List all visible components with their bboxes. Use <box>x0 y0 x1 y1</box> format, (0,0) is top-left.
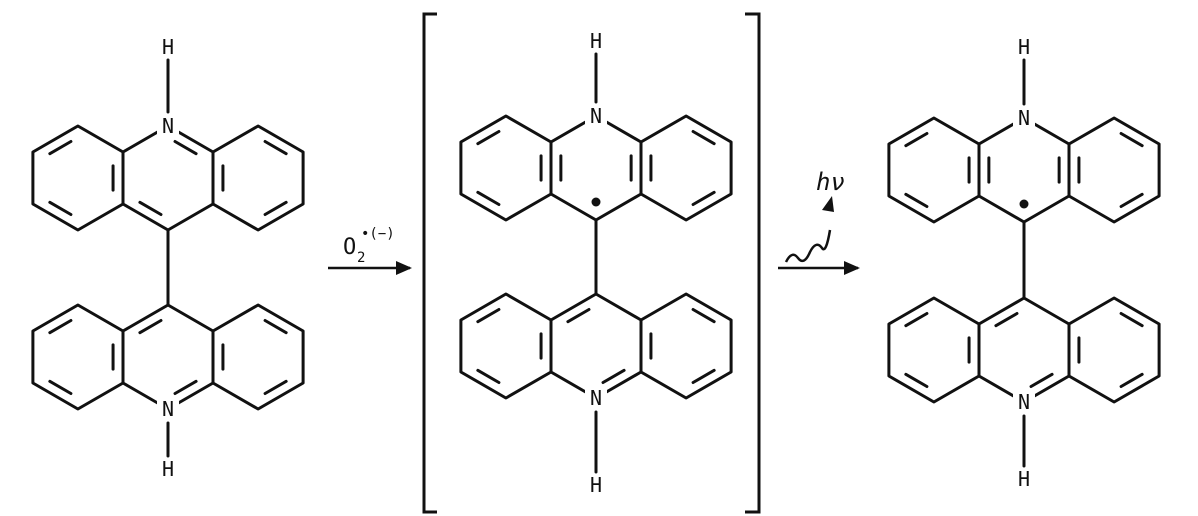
bottom-acridine-unit: N <box>887 296 1161 414</box>
double-bond <box>691 368 716 385</box>
radical-dot <box>591 197 601 207</box>
double-bond <box>48 318 73 335</box>
double-bond <box>138 200 163 217</box>
ring-left <box>887 296 981 404</box>
double-bond <box>1119 372 1144 389</box>
double-bond <box>691 307 716 324</box>
double-bond <box>138 318 163 335</box>
nitrogen-atom: N <box>162 114 174 138</box>
right-bracket <box>745 12 761 514</box>
ring-right <box>211 124 305 232</box>
double-bond <box>263 200 288 217</box>
n-label-mask <box>157 397 179 421</box>
emission-label: hν <box>816 168 845 196</box>
starting-molecule: N N H H <box>31 35 305 481</box>
ring-left <box>31 124 125 232</box>
hydrogen-atom: H <box>590 29 602 53</box>
double-bond <box>476 307 501 324</box>
ring-center <box>121 303 215 411</box>
hydrogen-atom: H <box>1018 467 1030 491</box>
double-bond <box>1119 311 1144 328</box>
ring-center <box>977 296 1071 404</box>
nitrogen-atom: N <box>1018 390 1030 414</box>
step-1: O 2 •(−) <box>328 226 412 275</box>
double-bond <box>476 190 501 207</box>
nitrogen-atom: N <box>590 104 602 128</box>
ring-left <box>31 303 125 411</box>
ring-left <box>459 114 553 222</box>
n-label-mask <box>157 114 179 138</box>
hydrogen-atom: H <box>162 35 174 59</box>
double-bond <box>476 129 501 146</box>
double-bond <box>48 379 73 396</box>
reaction-arrow-2-head <box>844 261 860 275</box>
double-bond <box>904 372 929 389</box>
ring-right <box>1067 116 1161 224</box>
double-bond <box>173 379 198 396</box>
double-bond <box>601 368 626 385</box>
ring-left <box>459 292 553 400</box>
step-2: hν <box>778 168 860 275</box>
double-bond <box>1029 372 1054 389</box>
double-bond <box>263 318 288 335</box>
ring-right <box>1067 296 1161 404</box>
reagent-o: O <box>343 235 356 260</box>
bottom-acridine-unit: N <box>459 292 733 410</box>
product-molecule: N N H H <box>887 35 1161 491</box>
ring-right <box>639 114 733 222</box>
double-bond <box>691 190 716 207</box>
nitrogen-atom: N <box>1018 106 1030 130</box>
nitrogen-atom: N <box>590 386 602 410</box>
ring-right <box>211 303 305 411</box>
double-bond <box>48 200 73 217</box>
reagent-subscript: 2 <box>357 250 365 266</box>
hydrogen-atom: H <box>162 457 174 481</box>
nitrogen-atom: N <box>162 397 174 421</box>
double-bond <box>994 311 1019 328</box>
double-bond <box>904 311 929 328</box>
ring-right <box>639 292 733 400</box>
double-bond <box>904 131 929 148</box>
hydrogen-atom: H <box>590 473 602 497</box>
n-label-mask <box>585 386 607 410</box>
emission-arrow-head <box>822 196 834 212</box>
ring-center <box>549 292 643 400</box>
ring-center <box>121 124 215 232</box>
double-bond <box>173 139 198 156</box>
n-label-mask <box>1013 106 1035 130</box>
double-bond <box>476 368 501 385</box>
double-bond <box>904 192 929 209</box>
emission-wavy-arrow <box>784 229 832 263</box>
double-bond <box>1119 131 1144 148</box>
double-bond <box>1119 192 1144 209</box>
double-bond <box>691 129 716 146</box>
bottom-acridine-unit: N <box>31 303 305 421</box>
intermediate-molecule: N N H H <box>459 29 733 497</box>
double-bond <box>263 379 288 396</box>
radical-dot <box>1019 199 1029 209</box>
left-bracket <box>422 12 437 514</box>
hydrogen-atom: H <box>1018 35 1030 59</box>
ring-left <box>887 116 981 224</box>
reaction-arrow-1-head <box>396 261 412 275</box>
double-bond <box>566 307 591 324</box>
n-label-mask <box>585 104 607 128</box>
reagent-superscript: •(−) <box>361 226 395 242</box>
n-label-mask <box>1013 390 1035 414</box>
top-acridine-unit: N <box>31 114 305 232</box>
double-bond <box>48 139 73 156</box>
double-bond <box>263 139 288 156</box>
